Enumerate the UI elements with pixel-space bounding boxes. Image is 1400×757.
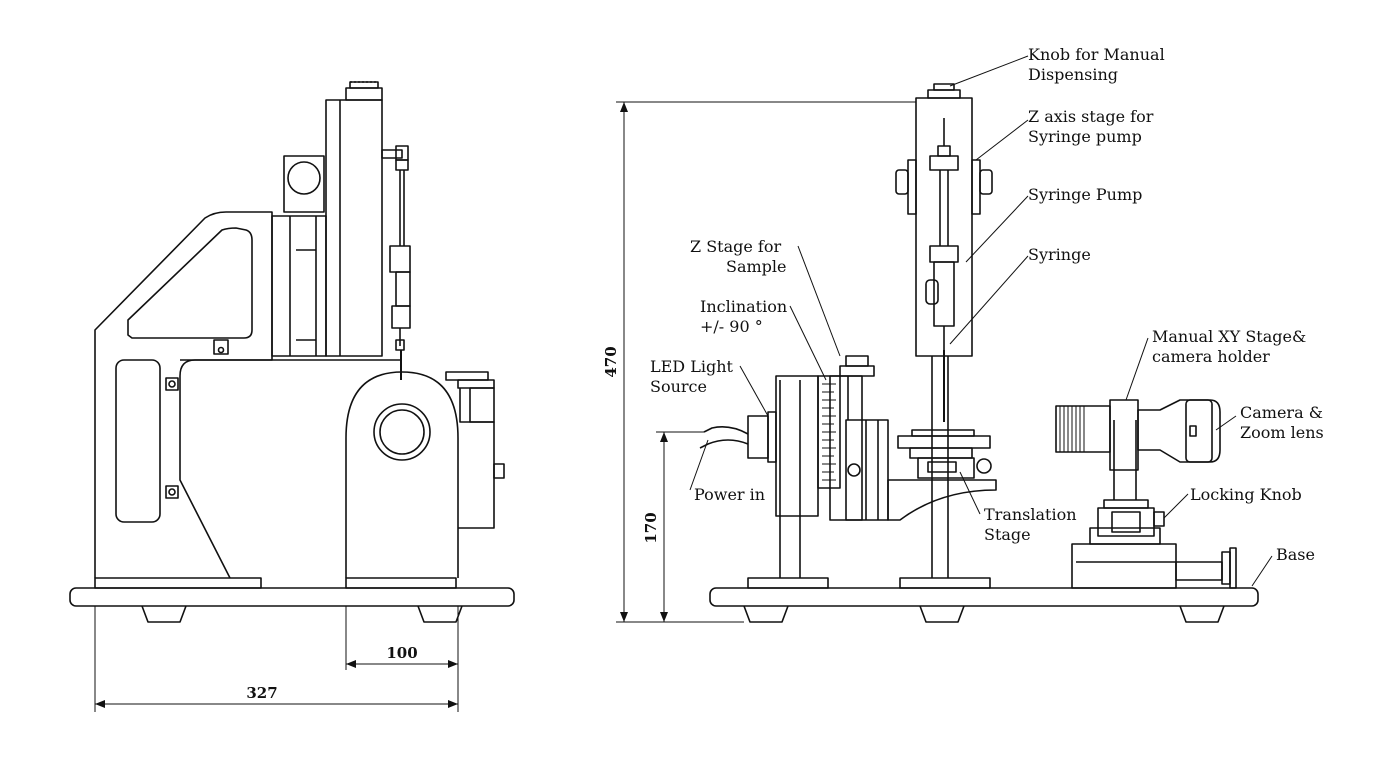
dimension-text-327: 327 bbox=[246, 684, 277, 702]
front-view-base-knob bbox=[1221, 551, 1231, 585]
front-view-sample-platform bbox=[897, 435, 991, 449]
front-view-foot bbox=[743, 605, 789, 623]
side-view-left-block bbox=[94, 577, 262, 589]
side-view-z-stage bbox=[325, 99, 383, 357]
side-view-top-knob bbox=[345, 87, 383, 101]
front-view-led-light-source bbox=[747, 415, 769, 459]
side-view-knob-icon bbox=[287, 161, 321, 195]
dimension-text-170: 170 bbox=[642, 512, 660, 543]
side-view-foot-left bbox=[141, 605, 187, 623]
side-view-base-plate bbox=[69, 587, 515, 607]
side-view-screw bbox=[168, 380, 176, 388]
label-syringe-pump: Syringe Pump bbox=[1028, 185, 1142, 204]
label-power-in: Power in bbox=[694, 485, 765, 504]
front-view-camera bbox=[1137, 399, 1221, 463]
label-manual-xy-stage: Manual XY Stage&camera holder bbox=[1152, 327, 1306, 366]
front-view-translation-stage bbox=[917, 457, 975, 479]
front-view-xy-base bbox=[1071, 543, 1177, 589]
front-view-led-holder bbox=[775, 375, 819, 517]
dimension-labels: 327 100 470 170 bbox=[246, 346, 660, 702]
front-view-side-knob-left bbox=[895, 169, 909, 195]
front-view-z-axis-stage bbox=[929, 155, 959, 171]
label-locking-knob: Locking Knob bbox=[1190, 485, 1302, 504]
side-view-xy-knob bbox=[457, 379, 495, 389]
front-view-dispensing-knob bbox=[927, 89, 961, 99]
front-view-syringe bbox=[933, 261, 955, 327]
side-view-screw bbox=[217, 346, 225, 354]
front-view-foot bbox=[1179, 605, 1225, 623]
label-camera-zoom: Camera &Zoom lens bbox=[1240, 403, 1324, 442]
leader-lines bbox=[689, 55, 1273, 587]
front-view-zoom-lens bbox=[1055, 405, 1111, 453]
dimension-text-100: 100 bbox=[386, 644, 417, 662]
side-view-foot-right bbox=[417, 605, 463, 623]
front-view bbox=[699, 83, 1259, 623]
side-view-arm-clip bbox=[213, 339, 229, 355]
dimension-text-470: 470 bbox=[602, 346, 620, 377]
side-view-knob-housing bbox=[283, 155, 325, 213]
front-view-locking-knob bbox=[1153, 511, 1165, 527]
side-view-side-panel bbox=[115, 359, 161, 523]
side-view-column-holder bbox=[271, 215, 327, 357]
front-view-support-arm bbox=[887, 479, 997, 521]
front-view-side-knob-right bbox=[979, 169, 993, 195]
side-view-syringe-holder bbox=[389, 245, 411, 273]
side-view-sample-stage bbox=[345, 371, 459, 578]
dimension-arrows bbox=[95, 102, 668, 708]
side-view-bracket bbox=[165, 485, 179, 499]
front-view-base-plate bbox=[709, 587, 1259, 607]
side-view-right-block bbox=[345, 577, 457, 589]
front-view-z-stage-knob bbox=[839, 365, 875, 377]
side-view bbox=[69, 81, 515, 623]
dimension-lines bbox=[94, 101, 916, 712]
front-view-foot bbox=[919, 605, 965, 623]
side-view-screw bbox=[168, 488, 176, 496]
label-syringe: Syringe bbox=[1028, 245, 1091, 264]
label-inclination: Inclination+/- 90 ° bbox=[700, 297, 787, 336]
side-view-locking-knob bbox=[493, 463, 505, 479]
side-view-frame-window bbox=[127, 227, 253, 339]
front-view-inclination-scale bbox=[817, 375, 841, 489]
label-base: Base bbox=[1276, 545, 1315, 564]
side-view-bracket bbox=[165, 377, 179, 391]
side-view-lens-port bbox=[373, 403, 431, 461]
